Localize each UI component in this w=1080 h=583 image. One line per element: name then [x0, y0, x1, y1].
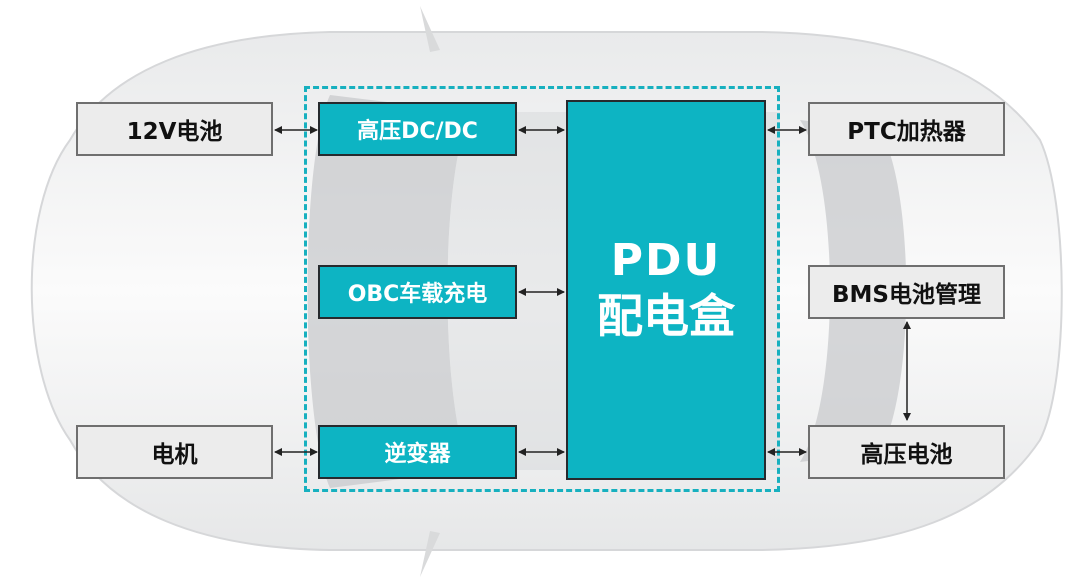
obc-label: OBC车载充电	[347, 282, 488, 307]
hv-battery-box: 高压电池	[808, 425, 1005, 479]
motor-box: 电机	[76, 425, 273, 479]
battery-12v-label: 12V电池	[126, 119, 223, 145]
inverter-module: 逆变器	[318, 425, 517, 479]
obc-module: OBC车载充电	[318, 265, 517, 319]
bms-label: BMS电池管理	[832, 282, 981, 308]
ptc-heater-label: PTC加热器	[847, 119, 966, 145]
pdu-title: PDU	[610, 235, 722, 287]
inverter-label: 逆变器	[384, 442, 451, 467]
motor-label: 电机	[151, 442, 198, 468]
hv-battery-label: 高压电池	[860, 442, 953, 468]
pdu-system-boundary	[304, 86, 780, 492]
ptc-heater-box: PTC加热器	[808, 102, 1005, 156]
pdu-subtitle: 配电盒	[597, 288, 735, 343]
bms-box: BMS电池管理	[808, 265, 1005, 319]
pdu-box: PDU 配电盒	[566, 100, 766, 480]
dcdc-module: 高压DC/DC	[318, 102, 517, 156]
battery-12v-box: 12V电池	[76, 102, 273, 156]
dcdc-label: 高压DC/DC	[357, 119, 478, 144]
